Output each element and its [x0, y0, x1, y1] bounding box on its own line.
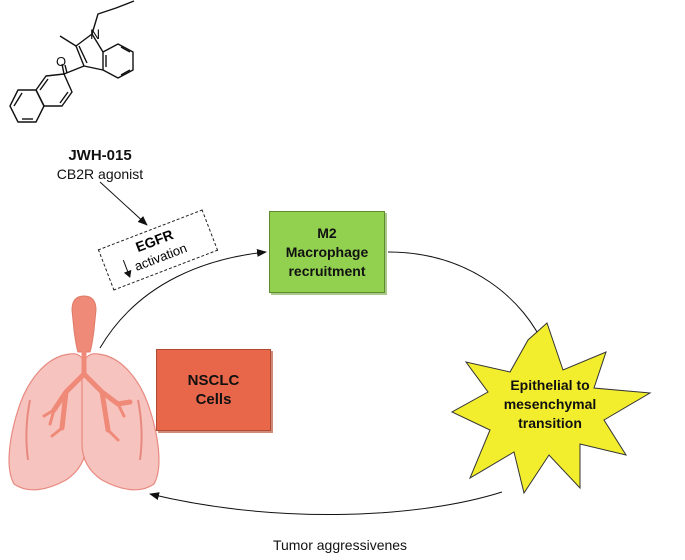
emt-label: Epithelial to mesenchymal transition — [490, 376, 610, 433]
footer-caption: Tumor aggressivenes — [272, 537, 408, 553]
nsclc-cells-box: NSCLC Cells — [156, 349, 271, 431]
down-arrow-icon — [122, 259, 132, 278]
emt-line2: mesenchymal — [503, 396, 597, 412]
m2-line3: recruitment — [288, 262, 366, 279]
compound-to-egfr-arrow — [99, 181, 148, 226]
lungs-to-m2-arrow — [99, 248, 267, 349]
emt-line1: Epithelial to — [510, 377, 590, 393]
m2-line1: M2 — [317, 224, 337, 241]
emt-starburst-icon — [450, 322, 652, 495]
m2-macrophage-box: M2 Macrophage recruitment — [269, 211, 385, 293]
m2-line2: Macrophage — [285, 243, 369, 260]
compound-description: CB2R agonist — [56, 166, 144, 182]
nsclc-line2: Cells — [195, 391, 232, 408]
lungs-icon — [8, 295, 160, 491]
egfr-activation-box: EGFR activation — [97, 209, 219, 291]
jwh-015-structure-icon — [9, 0, 135, 123]
emt-to-lungs-arrow — [149, 491, 503, 515]
nitrogen-atom-icon: N — [90, 26, 100, 42]
nsclc-line1: NSCLC — [187, 372, 240, 389]
m2-to-emt-arrow — [387, 251, 546, 349]
oxygen-atom-icon: O — [56, 54, 66, 69]
emt-line3: transition — [518, 415, 582, 431]
compound-name: JWH-015 — [68, 147, 132, 164]
